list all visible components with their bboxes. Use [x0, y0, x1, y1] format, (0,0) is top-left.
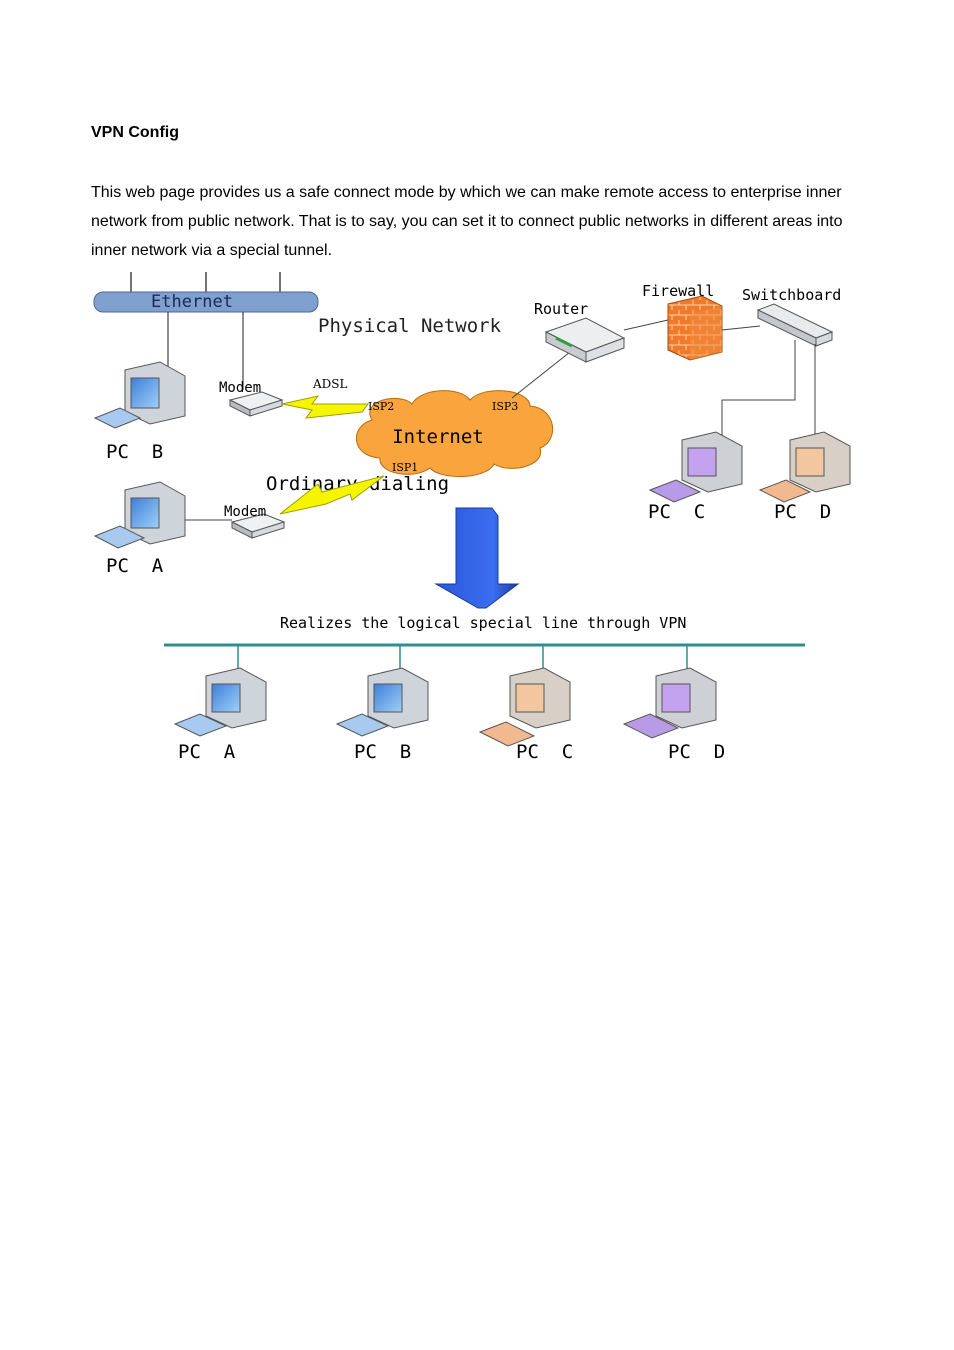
pc-b-top-label: PC B — [106, 441, 163, 463]
section-heading: VPN Config — [91, 124, 179, 141]
isp3-label: ISP3 — [492, 400, 518, 413]
router-label: Router — [534, 300, 588, 318]
pc-d-top-icon — [758, 431, 851, 503]
pc-b-bottom-icon — [335, 667, 429, 737]
pc-a-top-label: PC A — [106, 555, 164, 577]
dialing-lightning-icon — [279, 475, 385, 515]
pc-c-bottom-label: PC C — [516, 741, 573, 763]
isp1-label: ISP1 — [392, 461, 418, 474]
pc-a-bottom-label: PC A — [178, 741, 236, 763]
pc-b-bottom-label: PC B — [354, 741, 411, 763]
pc-a-top-icon — [93, 481, 186, 549]
modem-top-icon — [228, 391, 284, 417]
firewall-icon — [667, 295, 723, 361]
pc-c-top-label: PC C — [648, 501, 705, 523]
switchboard-icon — [756, 303, 834, 347]
adsl-label: ADSL — [312, 377, 348, 391]
physical-network-label: Physical Network — [318, 315, 502, 337]
pc-a-bottom-icon — [173, 667, 267, 737]
internet-cloud-icon — [356, 390, 554, 478]
firewall-label: Firewall — [642, 282, 714, 300]
intro-paragraph: This web page provides us a safe connect… — [91, 184, 843, 259]
down-arrow-icon — [434, 507, 520, 609]
isp2-label: ISP2 — [368, 400, 394, 413]
pc-b-top-icon — [93, 361, 186, 429]
pc-c-bottom-icon — [478, 667, 571, 747]
pc-c-top-icon — [648, 431, 743, 503]
pc-d-top-label: PC D — [774, 501, 831, 523]
pc-d-bottom-label: PC D — [668, 741, 725, 763]
pc-d-bottom-icon — [622, 667, 717, 739]
switchboard-label: Switchboard — [742, 286, 841, 304]
modem-bottom-label: Modem — [224, 504, 266, 520]
modem-bottom-icon — [230, 513, 286, 539]
modem-top-label: Modem — [219, 380, 261, 396]
vpn-caption: Realizes the logical special line throug… — [280, 614, 686, 632]
router-icon — [544, 317, 626, 363]
ethernet-bus: Ethernet — [93, 272, 319, 390]
ethernet-label: Ethernet — [151, 292, 233, 312]
adsl-lightning-icon — [281, 395, 369, 419]
internet-label: Internet — [392, 426, 484, 448]
